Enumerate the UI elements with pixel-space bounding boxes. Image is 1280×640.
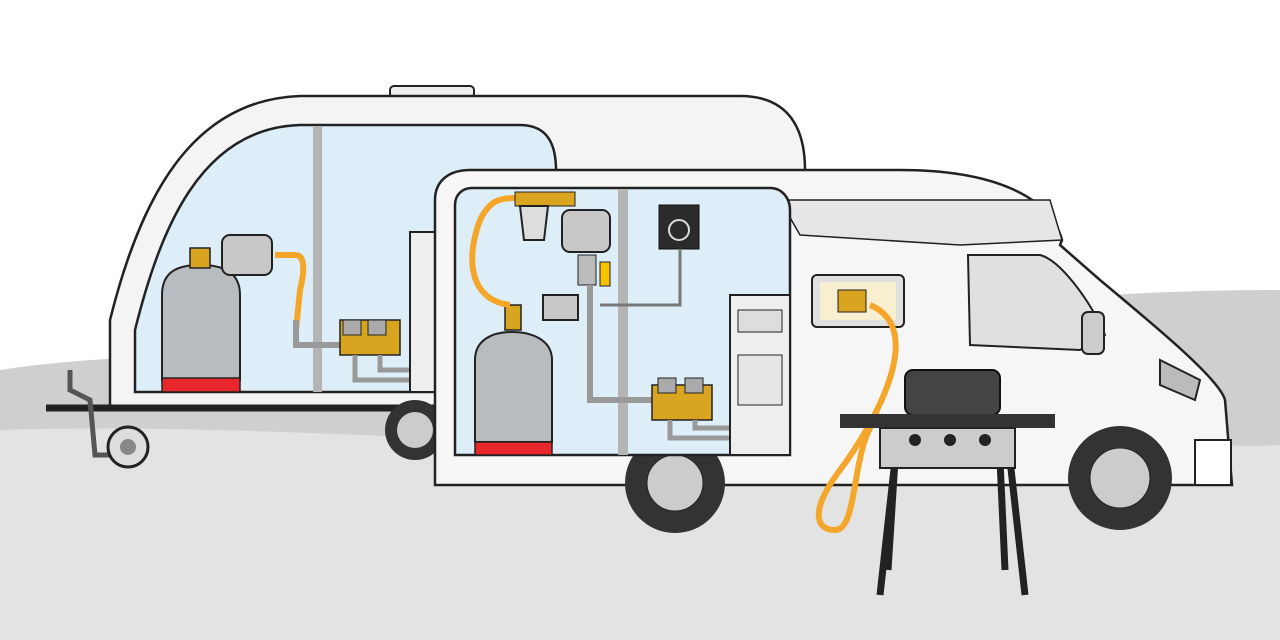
gas-cylinder-icon xyxy=(161,247,241,393)
control-panel-icon xyxy=(658,204,700,250)
shutoff-valve-icon xyxy=(339,319,401,356)
shutoff-valve-icon xyxy=(651,377,713,421)
wheel xyxy=(625,426,1172,533)
bbq-gas-hose xyxy=(815,302,899,534)
gas-filter-icon xyxy=(514,191,576,241)
pressure-regulator-icon xyxy=(542,209,611,321)
barbecue-grill-icon[interactable] xyxy=(840,369,1055,596)
pressure-regulator-icon xyxy=(221,234,273,276)
gas-cylinder-icon xyxy=(474,304,553,456)
motorhome xyxy=(433,168,1234,533)
